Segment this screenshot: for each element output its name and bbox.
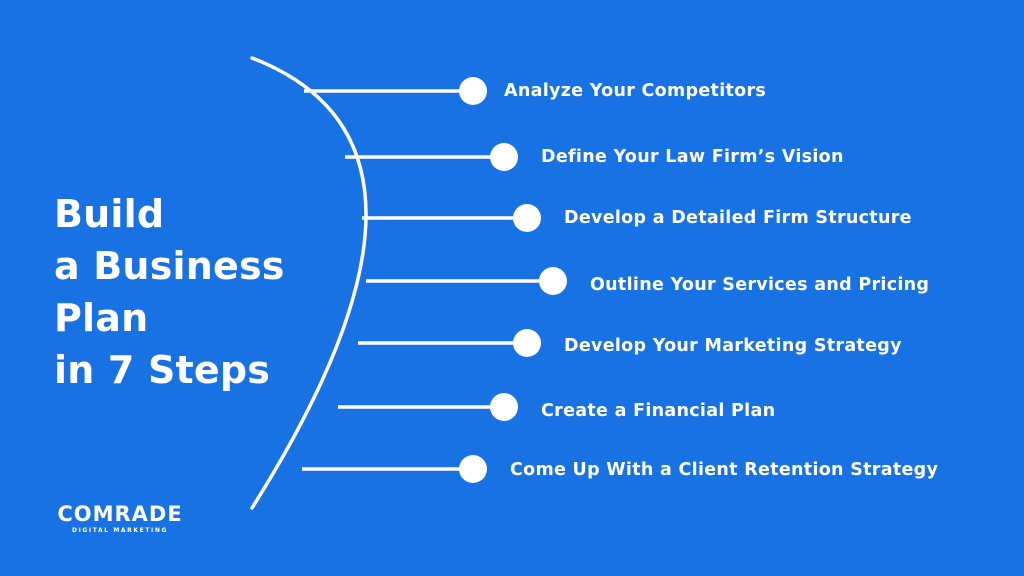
logo-name: COMRADE — [57, 502, 183, 526]
step-dot-5 — [513, 329, 541, 357]
title-line-2: a Business — [54, 244, 285, 288]
step-connector-4 — [366, 267, 567, 295]
step-label-3: Develop a Detailed Firm Structure — [564, 208, 912, 228]
step-dot-1 — [459, 77, 487, 105]
step-connector-3 — [362, 204, 541, 232]
step-dot-3 — [513, 204, 541, 232]
step-label-6: Create a Financial Plan — [541, 401, 776, 421]
arc-line — [250, 56, 368, 510]
comrade-logo: COMRADE DIGITAL MARKETING — [53, 502, 187, 534]
step-connector-5 — [358, 329, 541, 357]
step-label-7: Come Up With a Client Retention Strategy — [510, 460, 939, 480]
title-line-1: Build — [54, 192, 165, 236]
logo-tagline: DIGITAL MARKETING — [71, 527, 168, 534]
step-dot-2 — [490, 143, 518, 171]
step-label-4: Outline Your Services and Pricing — [590, 275, 930, 295]
step-label-2: Define Your Law Firm’s Vision — [541, 147, 844, 167]
step-label-1: Analyze Your Competitors — [504, 81, 767, 101]
step-label-5: Develop Your Marketing Strategy — [564, 336, 902, 356]
step-connector-2 — [345, 143, 518, 171]
step-dot-4 — [539, 267, 567, 295]
step-dot-6 — [490, 393, 518, 421]
title-line-4: in 7 Steps — [54, 348, 271, 392]
step-dot-7 — [459, 455, 487, 483]
infographic-title: Build a Business Plan in 7 Steps — [54, 188, 314, 396]
step-connector-1 — [304, 77, 487, 105]
step-connector-6 — [338, 393, 518, 421]
title-line-3: Plan — [54, 296, 149, 340]
step-connector-7 — [302, 455, 487, 483]
